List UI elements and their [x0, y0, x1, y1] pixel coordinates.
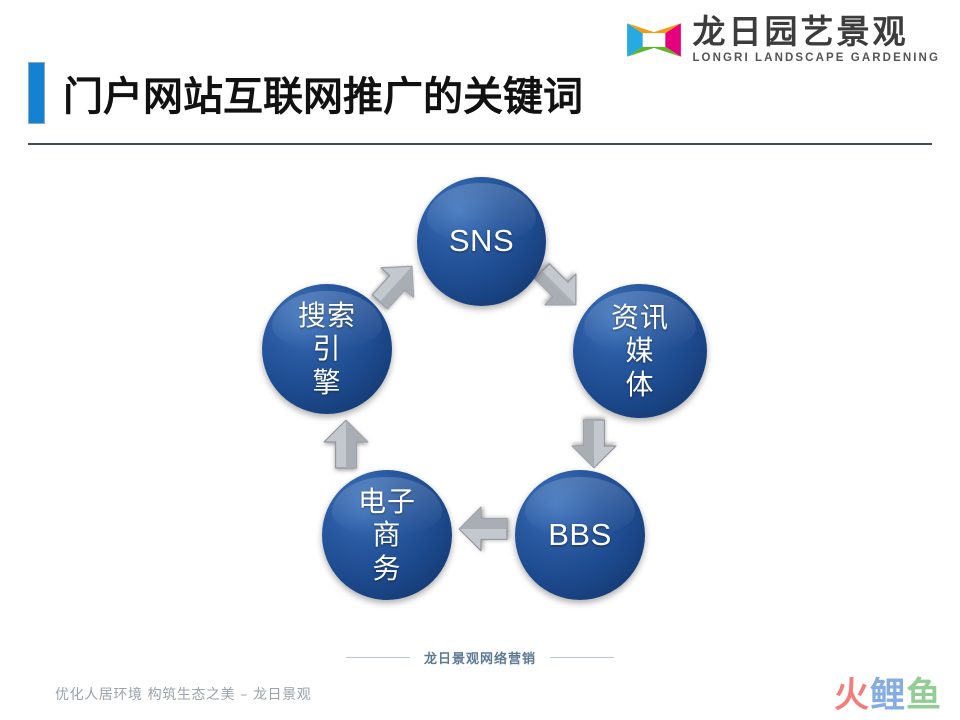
slide-header: 龙日园艺景观 LONGRI LANDSCAPE GARDENING 门户网站互联…	[0, 0, 960, 150]
title-accent-bar	[28, 62, 45, 124]
diagram-node-commerce-label: 电子商 务	[322, 485, 452, 584]
page-title: 门户网站互联网推广的关键词	[63, 74, 583, 120]
footer-rule-left	[345, 657, 410, 658]
brand-logo-text: 龙日园艺景观 LONGRI LANDSCAPE GARDENING	[692, 15, 940, 65]
diagram-node-search-label-line1: 搜索引	[297, 299, 356, 366]
diagram-node-media[interactable]: 资讯媒 体	[573, 284, 707, 418]
arrow-search-to-sns-icon	[371, 265, 415, 310]
footer-center: 龙日景观网络营销	[0, 648, 960, 667]
footer-rule-right	[550, 657, 614, 658]
watermark-char-3: 鱼	[905, 676, 942, 716]
diagram-node-commerce-label-line2: 务	[372, 551, 402, 585]
diagram-node-commerce[interactable]: 电子商 务	[322, 470, 452, 600]
diagram-node-search-label: 搜索引 擎	[262, 299, 392, 398]
arrow-sns-to-media-icon	[534, 263, 577, 306]
diagram-node-bbs[interactable]: BBS	[515, 470, 645, 600]
arrow-media-to-bbs-icon	[571, 419, 617, 469]
brand-name-cn: 龙日园艺景观	[692, 12, 909, 52]
arrow-commerce-to-search-icon	[323, 419, 369, 469]
diagram-node-search-label-line2: 擎	[312, 365, 342, 399]
watermark-char-2: 鲤	[869, 676, 906, 716]
diagram-node-search[interactable]: 搜索引 擎	[262, 284, 392, 414]
footer-slogan: 优化人居环境 构筑生态之美 – 龙日景观	[55, 687, 312, 703]
watermark: 火鲤鱼	[834, 679, 942, 714]
diagram-node-media-label-line1: 资讯媒	[610, 301, 669, 368]
brand-logo: 龙日园艺景观 LONGRI LANDSCAPE GARDENING	[626, 12, 940, 68]
diagram-node-sns-label: SNS	[448, 223, 515, 259]
arrow-bbs-to-commerce-icon	[458, 506, 508, 552]
diagram-node-commerce-label-line1: 电子商	[357, 485, 416, 552]
diagram-node-bbs-label: BBS	[548, 516, 612, 552]
cycle-diagram: SNS 资讯媒 体 BBS 电子商 务 搜索引 擎	[0, 150, 960, 640]
page-title-row: 门户网站互联网推广的关键词	[28, 62, 583, 124]
brand-name-en: LONGRI LANDSCAPE GARDENING	[692, 52, 940, 65]
footer-center-label: 龙日景观网络营销	[423, 652, 536, 667]
longri-diamond-logo-icon	[626, 12, 682, 68]
diagram-node-media-label-line2: 体	[625, 367, 655, 401]
watermark-char-1: 火	[833, 676, 870, 716]
diagram-node-sns[interactable]: SNS	[417, 177, 546, 306]
header-divider	[28, 143, 932, 145]
diagram-node-media-label: 资讯媒 体	[573, 301, 707, 400]
